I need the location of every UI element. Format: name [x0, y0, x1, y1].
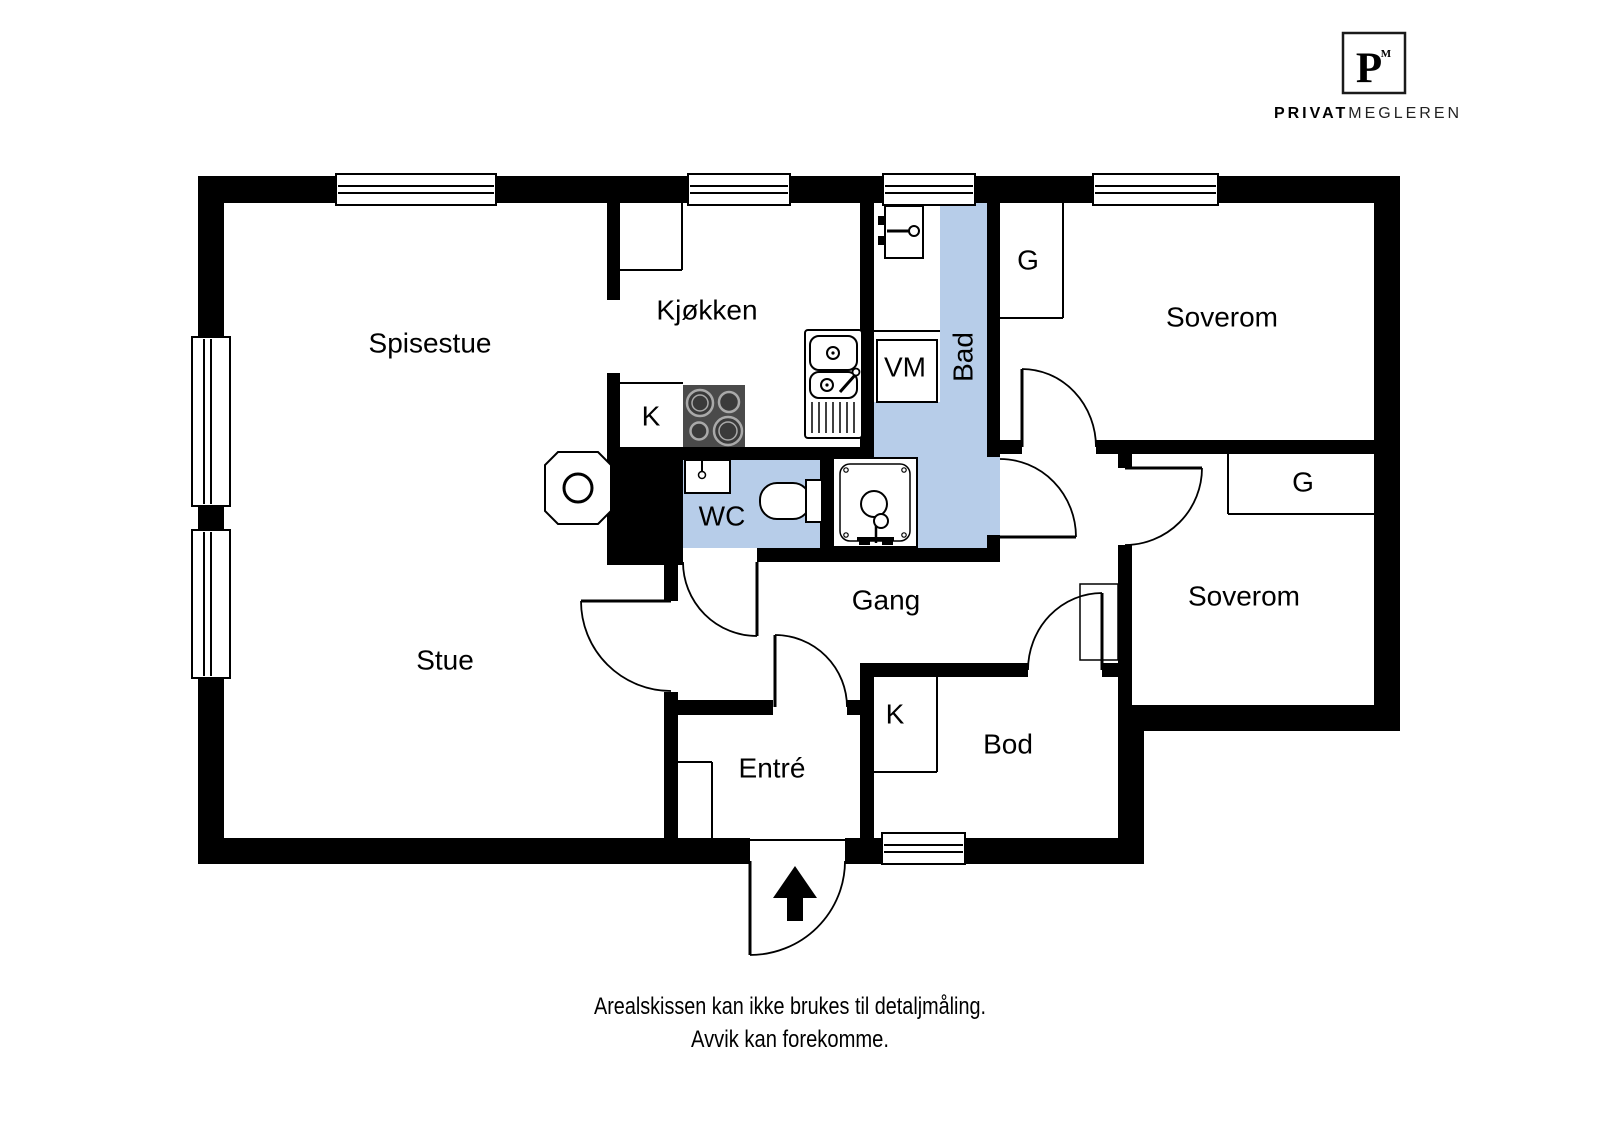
- door-wc: [682, 561, 759, 637]
- closet-soverom2-g: [1227, 452, 1374, 515]
- fixtures: [544, 205, 940, 548]
- wall-segment: [757, 548, 1000, 562]
- disclaimer-line-1: Arealskissen kan ikke brukes til detaljm…: [594, 993, 986, 1020]
- brand-logo: P M PRIVATMEGLEREN: [1274, 31, 1462, 122]
- logo-monogram: P: [1356, 45, 1382, 92]
- wall-segment: [820, 458, 833, 548]
- closet-bod-k: [874, 677, 938, 773]
- wall-segment: [607, 447, 874, 460]
- wall-segment: [1102, 663, 1118, 677]
- door-bod: [1027, 592, 1104, 671]
- label-bad: Bad: [948, 332, 979, 382]
- door-entre: [773, 634, 848, 708]
- wall-segment: [1118, 452, 1132, 468]
- wall-segment: [1118, 545, 1132, 705]
- window: [191, 336, 231, 507]
- window: [191, 529, 231, 679]
- bathroom-sink-icon: [878, 205, 924, 259]
- label-wc: WC: [699, 501, 746, 532]
- label-soverom1: Soverom: [1166, 302, 1278, 333]
- room-labels: Spisestue Stue Kjøkken K WC VM Bad G Sov…: [369, 245, 1314, 784]
- gang-niche: [1079, 583, 1119, 661]
- wall-segment: [607, 203, 620, 300]
- label-kjokken: Kjøkken: [656, 295, 757, 326]
- washing-machine-alcove: [874, 330, 940, 403]
- wall-segment: [965, 838, 1144, 864]
- label-stue: Stue: [416, 645, 474, 676]
- label-bod-k: K: [886, 699, 905, 730]
- wall-segment: [987, 535, 1000, 562]
- entrance-arrow-icon: [773, 866, 817, 921]
- door-entrance: [748, 839, 846, 956]
- wall-segment: [1118, 705, 1144, 864]
- wall-segment: [845, 838, 882, 864]
- window: [882, 173, 976, 206]
- logo-box: [1341, 31, 1407, 95]
- door-soverom2: [1124, 466, 1203, 546]
- wall-segment: [860, 202, 874, 458]
- bad-floor-column: [940, 202, 987, 548]
- wall-segment: [664, 692, 678, 838]
- closet-outlines: [620, 203, 1374, 838]
- door-soverom1: [1020, 368, 1097, 448]
- wall-segment: [664, 565, 678, 601]
- door-stue: [580, 599, 672, 692]
- brand-wordmark: PRIVATMEGLEREN: [1274, 105, 1462, 122]
- label-soverom1-g: G: [1017, 245, 1039, 276]
- label-spisestue: Spisestue: [369, 328, 492, 359]
- wall-segment: [1374, 176, 1400, 731]
- wall-segment: [1118, 705, 1400, 731]
- closet-soverom1-g: [1000, 203, 1064, 319]
- label-kitchen-k: K: [642, 401, 661, 432]
- label-bod: Bod: [983, 729, 1033, 760]
- door-bad: [999, 458, 1077, 539]
- window: [335, 173, 497, 206]
- wall-segment: [860, 663, 1028, 677]
- wall-segment: [987, 202, 1000, 457]
- label-vm: VM: [884, 352, 926, 383]
- label-gang: Gang: [852, 585, 921, 616]
- windows: [191, 173, 1219, 865]
- shower-icon: [832, 457, 918, 548]
- window: [1092, 173, 1219, 206]
- label-soverom2-g: G: [1292, 467, 1314, 498]
- label-soverom2: Soverom: [1188, 581, 1300, 612]
- entre-niche: [678, 761, 713, 838]
- toilet-icon: [759, 479, 823, 523]
- chimney-column-icon: [544, 451, 612, 525]
- kitchen-sink-icon: [804, 329, 863, 439]
- doors: [580, 368, 1203, 956]
- window: [881, 832, 966, 865]
- window: [687, 173, 791, 206]
- bad-door-opening-floor: [987, 457, 1000, 535]
- wall-segment: [678, 700, 773, 715]
- wc-sink-icon: [684, 448, 731, 494]
- wall-segment: [198, 176, 224, 864]
- wall-segment: [1096, 440, 1375, 454]
- wall-segment: [987, 440, 1022, 454]
- wall-segment: [860, 663, 874, 838]
- logo-monogram-mark: M: [1381, 48, 1392, 60]
- wall-segment: [847, 700, 860, 715]
- wall-segment: [607, 460, 683, 565]
- kitchen-notch: [620, 203, 683, 271]
- label-entre: Entré: [739, 753, 806, 784]
- disclaimer: Arealskissen kan ikke brukes til detaljm…: [594, 993, 986, 1053]
- disclaimer-line-2: Avvik kan forekomme.: [691, 1026, 889, 1053]
- stove-icon: [683, 385, 745, 447]
- wall-segment: [607, 373, 620, 447]
- wall-segment: [198, 838, 750, 864]
